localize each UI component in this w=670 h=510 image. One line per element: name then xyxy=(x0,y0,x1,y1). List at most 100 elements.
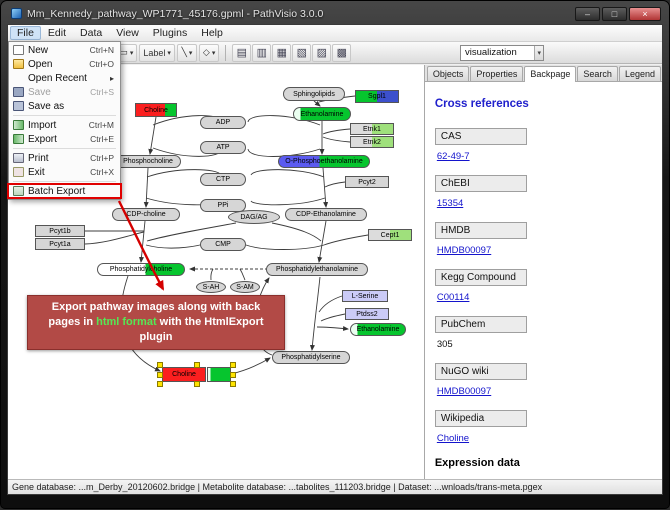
pathway-node-cdp-ethanolamine[interactable]: CDP-Ethanolamine xyxy=(285,208,367,221)
pathway-node-l-serine[interactable]: L-Serine xyxy=(342,290,388,302)
menu-shortcut: Ctrl+X xyxy=(90,167,114,177)
file-menu-item-batch-export[interactable]: Batch Export xyxy=(10,184,119,198)
shape-template-button[interactable]: ◇▾ xyxy=(199,44,219,62)
align-vertical-center-icon[interactable]: ▥ xyxy=(252,44,271,62)
selection-handle[interactable] xyxy=(194,362,200,368)
menu-view[interactable]: View xyxy=(109,26,146,40)
xref-value-hmdb[interactable]: HMDB00097 xyxy=(437,245,654,256)
pathway-node-choline[interactable]: Choline xyxy=(135,103,177,117)
selection-handle[interactable] xyxy=(230,381,236,387)
tab-legend[interactable]: Legend xyxy=(619,66,661,81)
xref-section-cas: CAS 62-49-7 xyxy=(435,128,654,162)
xref-value-cas[interactable]: 62-49-7 xyxy=(437,151,654,162)
align-top-icon[interactable]: ▧ xyxy=(292,44,311,62)
pathway-node-s-ah[interactable]: S-AH xyxy=(196,281,226,293)
pathway-node-s-am[interactable]: S-AM xyxy=(230,281,260,293)
pathway-node-cdp-choline[interactable]: CDP-choline xyxy=(112,208,180,221)
tab-backpage[interactable]: Backpage xyxy=(524,66,576,82)
xref-source-wikipedia: Wikipedia xyxy=(435,410,527,427)
align-left-icon[interactable]: ▦ xyxy=(272,44,291,62)
file-menu-item-label: Import xyxy=(28,120,85,131)
pathway-node-sgpl1[interactable]: Sgpl1 xyxy=(355,90,399,103)
tab-search[interactable]: Search xyxy=(577,66,618,81)
menu-plugins[interactable]: Plugins xyxy=(146,26,194,40)
save-as-icon xyxy=(13,101,24,111)
pathway-node-ethanolamine[interactable]: Ethanolamine xyxy=(293,107,351,121)
selection-handle[interactable] xyxy=(194,381,200,387)
pathway-node-pcyt1a[interactable]: Pcyt1a xyxy=(35,238,85,250)
common-size-icon[interactable]: ▨ xyxy=(312,44,331,62)
shape-template-button-icon: ◇ xyxy=(203,47,210,58)
xref-value-nugo-wiki[interactable]: HMDB00097 xyxy=(437,386,654,397)
pathway-node-etnk1[interactable]: Etnk1 xyxy=(350,123,394,135)
new-document-icon xyxy=(13,45,24,55)
template-buttons-group: ▭▾Label▾╲▾◇▾ xyxy=(115,44,219,62)
pathway-node-ethanolamine[interactable]: Ethanolamine xyxy=(350,323,406,336)
selection-handle[interactable] xyxy=(157,372,163,378)
selection-handle[interactable] xyxy=(230,362,236,368)
visualization-combobox[interactable]: visualization ▾ xyxy=(460,45,544,61)
tab-properties[interactable]: Properties xyxy=(470,66,523,81)
xref-source-kegg-compound: Kegg Compound xyxy=(435,269,527,286)
pathway-node-etnk2[interactable]: Etnk2 xyxy=(350,136,394,148)
pathway-node-ptdss2[interactable]: Ptdss2 xyxy=(345,308,389,320)
pathway-node-cept1[interactable]: Cept1 xyxy=(368,229,412,241)
menu-file[interactable]: File xyxy=(10,26,41,40)
dropdown-arrow-icon: ▾ xyxy=(130,49,134,57)
callout-highlight-text: html format xyxy=(96,316,157,328)
pathway-node-ppi[interactable]: PPi xyxy=(200,199,246,212)
pathway-node-expression-box[interactable] xyxy=(207,367,231,382)
menu-edit[interactable]: Edit xyxy=(41,26,73,40)
xref-value-wikipedia[interactable]: Choline xyxy=(437,433,654,444)
tab-objects[interactable]: Objects xyxy=(427,66,470,81)
pathway-node-adp[interactable]: ADP xyxy=(200,116,246,129)
file-menu-item-label: Open Recent xyxy=(28,73,106,84)
pathway-node-phosphocholine[interactable]: Phosphocholine xyxy=(115,155,181,168)
minimize-button[interactable]: – xyxy=(575,7,600,21)
label-template-button-icon: Label xyxy=(143,48,165,58)
menu-help[interactable]: Help xyxy=(194,26,230,40)
pathway-node-cmp[interactable]: CMP xyxy=(200,238,246,251)
pathway-node-pcyt1b[interactable]: Pcyt1b xyxy=(35,225,85,237)
pathway-node-phosphatidylethanolamine[interactable]: Phosphatidylethanolamine xyxy=(266,263,368,276)
pathway-node-phosphatidylcholine[interactable]: Phosphatidylcholine xyxy=(97,263,185,276)
menu-shortcut: Ctrl+N xyxy=(90,45,114,55)
pathway-node-sphingolipids[interactable]: Sphingolipids xyxy=(283,87,345,101)
pathway-node-choline[interactable]: Choline xyxy=(162,367,206,382)
pathway-node-phosphatidylserine[interactable]: Phosphatidylserine xyxy=(272,351,350,364)
save-icon xyxy=(13,87,24,97)
selection-handle[interactable] xyxy=(157,381,163,387)
stack-objects-icon[interactable]: ▩ xyxy=(332,44,351,62)
pathway-node-pcyt2[interactable]: Pcyt2 xyxy=(345,176,389,188)
xref-source-cas: CAS xyxy=(435,128,527,145)
menu-shortcut: Ctrl+P xyxy=(90,153,114,163)
titlebar[interactable]: Mm_Kennedy_pathway_WP1771_45176.gpml - P… xyxy=(11,4,661,23)
selection-handle[interactable] xyxy=(230,372,236,378)
file-menu-item-open-recent[interactable]: Open Recent▸ xyxy=(10,71,119,85)
xref-source-hmdb: HMDB xyxy=(435,222,527,239)
pathway-node-dag-ag[interactable]: DAG/AG xyxy=(228,210,280,224)
file-menu-item-save-as[interactable]: Save as xyxy=(10,99,119,113)
export-icon xyxy=(13,134,24,144)
selection-handle[interactable] xyxy=(157,362,163,368)
menu-shortcut: Ctrl+O xyxy=(89,59,114,69)
pathway-node-atp[interactable]: ATP xyxy=(200,141,246,154)
xref-value-chebi[interactable]: 15354 xyxy=(437,198,654,209)
pathway-node-ctp[interactable]: CTP xyxy=(200,173,246,186)
pathway-node-o-phosphoethanolamine[interactable]: O-Phosphoethanolamine xyxy=(278,155,370,168)
xref-value-kegg-compound[interactable]: C00114 xyxy=(437,292,654,303)
close-button[interactable]: × xyxy=(629,7,661,21)
align-horizontal-center-icon[interactable]: ▤ xyxy=(232,44,251,62)
label-template-button[interactable]: Label▾ xyxy=(139,44,175,62)
maximize-button[interactable]: □ xyxy=(602,7,627,21)
menu-data[interactable]: Data xyxy=(73,26,109,40)
line-template-button[interactable]: ╲▾ xyxy=(177,44,197,62)
